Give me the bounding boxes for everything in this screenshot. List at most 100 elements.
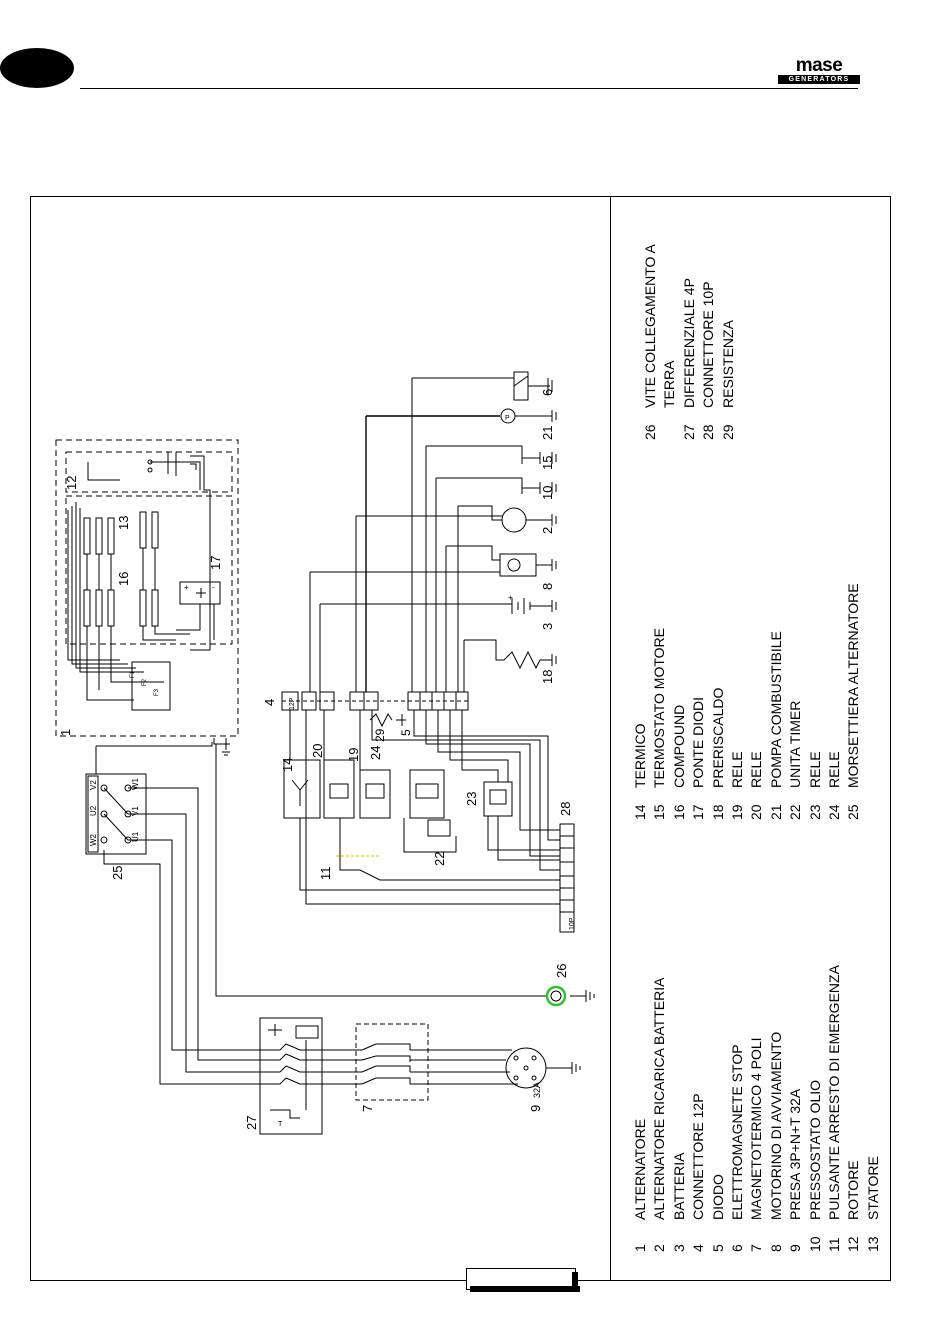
legend-item: 9 PRESA 3P+N+T 32A <box>787 1089 803 1252</box>
legend-number: 18 <box>709 804 726 820</box>
connector-10p: 10P 28 <box>558 802 576 933</box>
label-25: 25 <box>110 866 125 880</box>
legend-text: ALTERNATORE <box>632 1118 648 1220</box>
brand-logo: mase GENERATORS <box>778 56 860 84</box>
legend-text: TERRA <box>661 360 678 408</box>
label-27: 27 <box>244 1116 259 1130</box>
legend-item: 20RELE <box>748 751 764 820</box>
legend-item: 26VITE COLLEGAMENTO A <box>642 244 658 440</box>
legend-number: 29 <box>719 424 736 440</box>
svg-text:+: + <box>184 583 189 592</box>
label-28: 28 <box>558 802 573 816</box>
connector-12p: 12P 4 <box>262 691 470 711</box>
legend-text: RELE <box>729 751 745 788</box>
legend-text: ROTORE <box>845 1160 862 1220</box>
legend-item: 18PRERISCALDO <box>710 688 726 820</box>
legend-text: DIFFERENZIALE 4P <box>680 278 697 408</box>
legend-number: 3 <box>670 1244 687 1252</box>
legend-number: 4 <box>690 1244 707 1252</box>
label-8: 8 <box>540 583 555 590</box>
legend-item: TERRA <box>661 361 677 440</box>
brand-name: mase <box>795 55 843 76</box>
magnetothermal-4p: 7 <box>322 1023 518 1112</box>
page-tab-shadow <box>470 1286 580 1292</box>
legend-text: UNITA TIMER <box>787 700 804 788</box>
label-11: 11 <box>318 867 333 881</box>
svg-text:+: + <box>508 593 513 602</box>
header-rule <box>80 88 858 89</box>
label-22: 22 <box>432 852 447 866</box>
svg-text:P: P <box>505 415 510 422</box>
legend-text: PULSANTE ARRESTO DI EMERGENZA <box>826 965 842 1220</box>
label-14: 14 <box>280 758 295 772</box>
wiring-diagram: + - F1 F2 F3 1 12 13 16 17 V2 U2 W2 W1 V… <box>55 371 595 1135</box>
legend-text: ALTERNATORE RICARICA BATTERIA <box>651 977 668 1220</box>
legend-number: 24 <box>826 804 842 820</box>
legend-divider <box>610 196 611 1281</box>
label-29: 29 <box>373 728 387 742</box>
legend-item: 23RELE <box>807 751 823 820</box>
page-tab-shadow-side <box>572 1272 578 1292</box>
legend-number: 23 <box>806 804 823 820</box>
legend-text: POMPA COMBUSTIBILE <box>767 631 784 788</box>
legend-text: RESISTENZA <box>719 320 736 408</box>
svg-text:F3: F3 <box>154 688 160 696</box>
legend-text: DIODO <box>709 1174 726 1220</box>
legend-number: 8 <box>767 1244 784 1252</box>
legend-text: TERMOSTATO MOTORE <box>651 628 668 788</box>
legend-number: 15 <box>651 804 668 820</box>
legend-text: RELE <box>826 751 842 788</box>
relay-board: 14 20 19 24 22 23 29 5 11 <box>280 710 560 905</box>
svg-text:12P: 12P <box>289 697 296 710</box>
legend-item: 7MAGNETOTERMICO 4 POLI <box>748 1037 764 1252</box>
legend-item: 1ALTERNATORE <box>632 1119 648 1252</box>
legend-number: 26 <box>642 424 658 440</box>
legend-item: 10 PRESSOSTATO OLIO <box>807 1080 823 1252</box>
socket-3p-n-t: 32A 9 <box>505 1047 581 1112</box>
legend-item: 13STATORE <box>865 1156 881 1252</box>
legend-number: 22 <box>787 804 804 820</box>
legend-text: MAGNETOTERMICO 4 POLI <box>748 1037 765 1220</box>
legend-number: 10 <box>806 1236 823 1252</box>
legend-item: 22 UNITA TIMER <box>787 701 803 820</box>
legend-number: 16 <box>670 804 687 820</box>
legend-item: 15 TERMOSTATO MOTORE <box>651 628 667 820</box>
svg-text:32A: 32A <box>532 1082 542 1098</box>
legend-number: 28 <box>700 424 717 440</box>
label-1: 1 <box>58 729 73 736</box>
legend-item: 16 COMPOUND <box>671 705 687 820</box>
legend-item: 29 RESISTENZA <box>720 320 736 440</box>
svg-text:U2: U2 <box>89 805 98 816</box>
label-9: 9 <box>528 1105 543 1112</box>
alternator-terminal-board: V2 U2 W2 W1 V1 U1 25 <box>85 773 147 880</box>
legend-text: CONNETTORE 10P <box>700 281 717 408</box>
svg-text:-: - <box>212 583 215 592</box>
legend-item: 5DIODO <box>710 1174 726 1252</box>
legend-text: PRESA 3P+N+T 32A <box>787 1088 804 1220</box>
differential-4p: T 27 <box>244 1017 323 1135</box>
legend-item: 27DIFFERENZIALE 4P <box>681 278 697 440</box>
legend-number: 12 <box>845 1236 862 1252</box>
legend-number: 9 <box>787 1244 804 1252</box>
legend-text: PRESSOSTATO OLIO <box>806 1079 823 1220</box>
label-15: 15 <box>540 456 555 470</box>
svg-text:U1: U1 <box>131 831 140 842</box>
legend-number: 11 <box>826 1237 842 1252</box>
legend-number: 14 <box>632 804 648 820</box>
legend-item: 8MOTORINO DI AVVIAMENTO <box>768 1032 784 1252</box>
legend-item: 2 ALTERNATORE RICARICA BATTERIA <box>651 978 667 1252</box>
label-20: 20 <box>310 744 325 758</box>
svg-text:F1: F1 <box>130 670 136 678</box>
legend-number: 2 <box>651 1244 668 1252</box>
engine-components: 6 P 21 15 10 2 8 + 3 18 <box>309 371 557 692</box>
legend-number: 21 <box>767 804 784 820</box>
brand-tagline: GENERATORS <box>778 75 860 84</box>
legend-text: COMPOUND <box>670 704 687 788</box>
earth-screw: 26 <box>545 964 595 1007</box>
legend-text: TERMICO <box>632 723 648 788</box>
legend-item: 12 ROTORE <box>845 1160 861 1252</box>
legend-item: 6ELETTROMAGNETE STOP <box>729 1044 745 1252</box>
svg-text:V1: V1 <box>131 806 140 816</box>
label-21: 21 <box>540 426 555 440</box>
label-17: 17 <box>208 556 223 570</box>
